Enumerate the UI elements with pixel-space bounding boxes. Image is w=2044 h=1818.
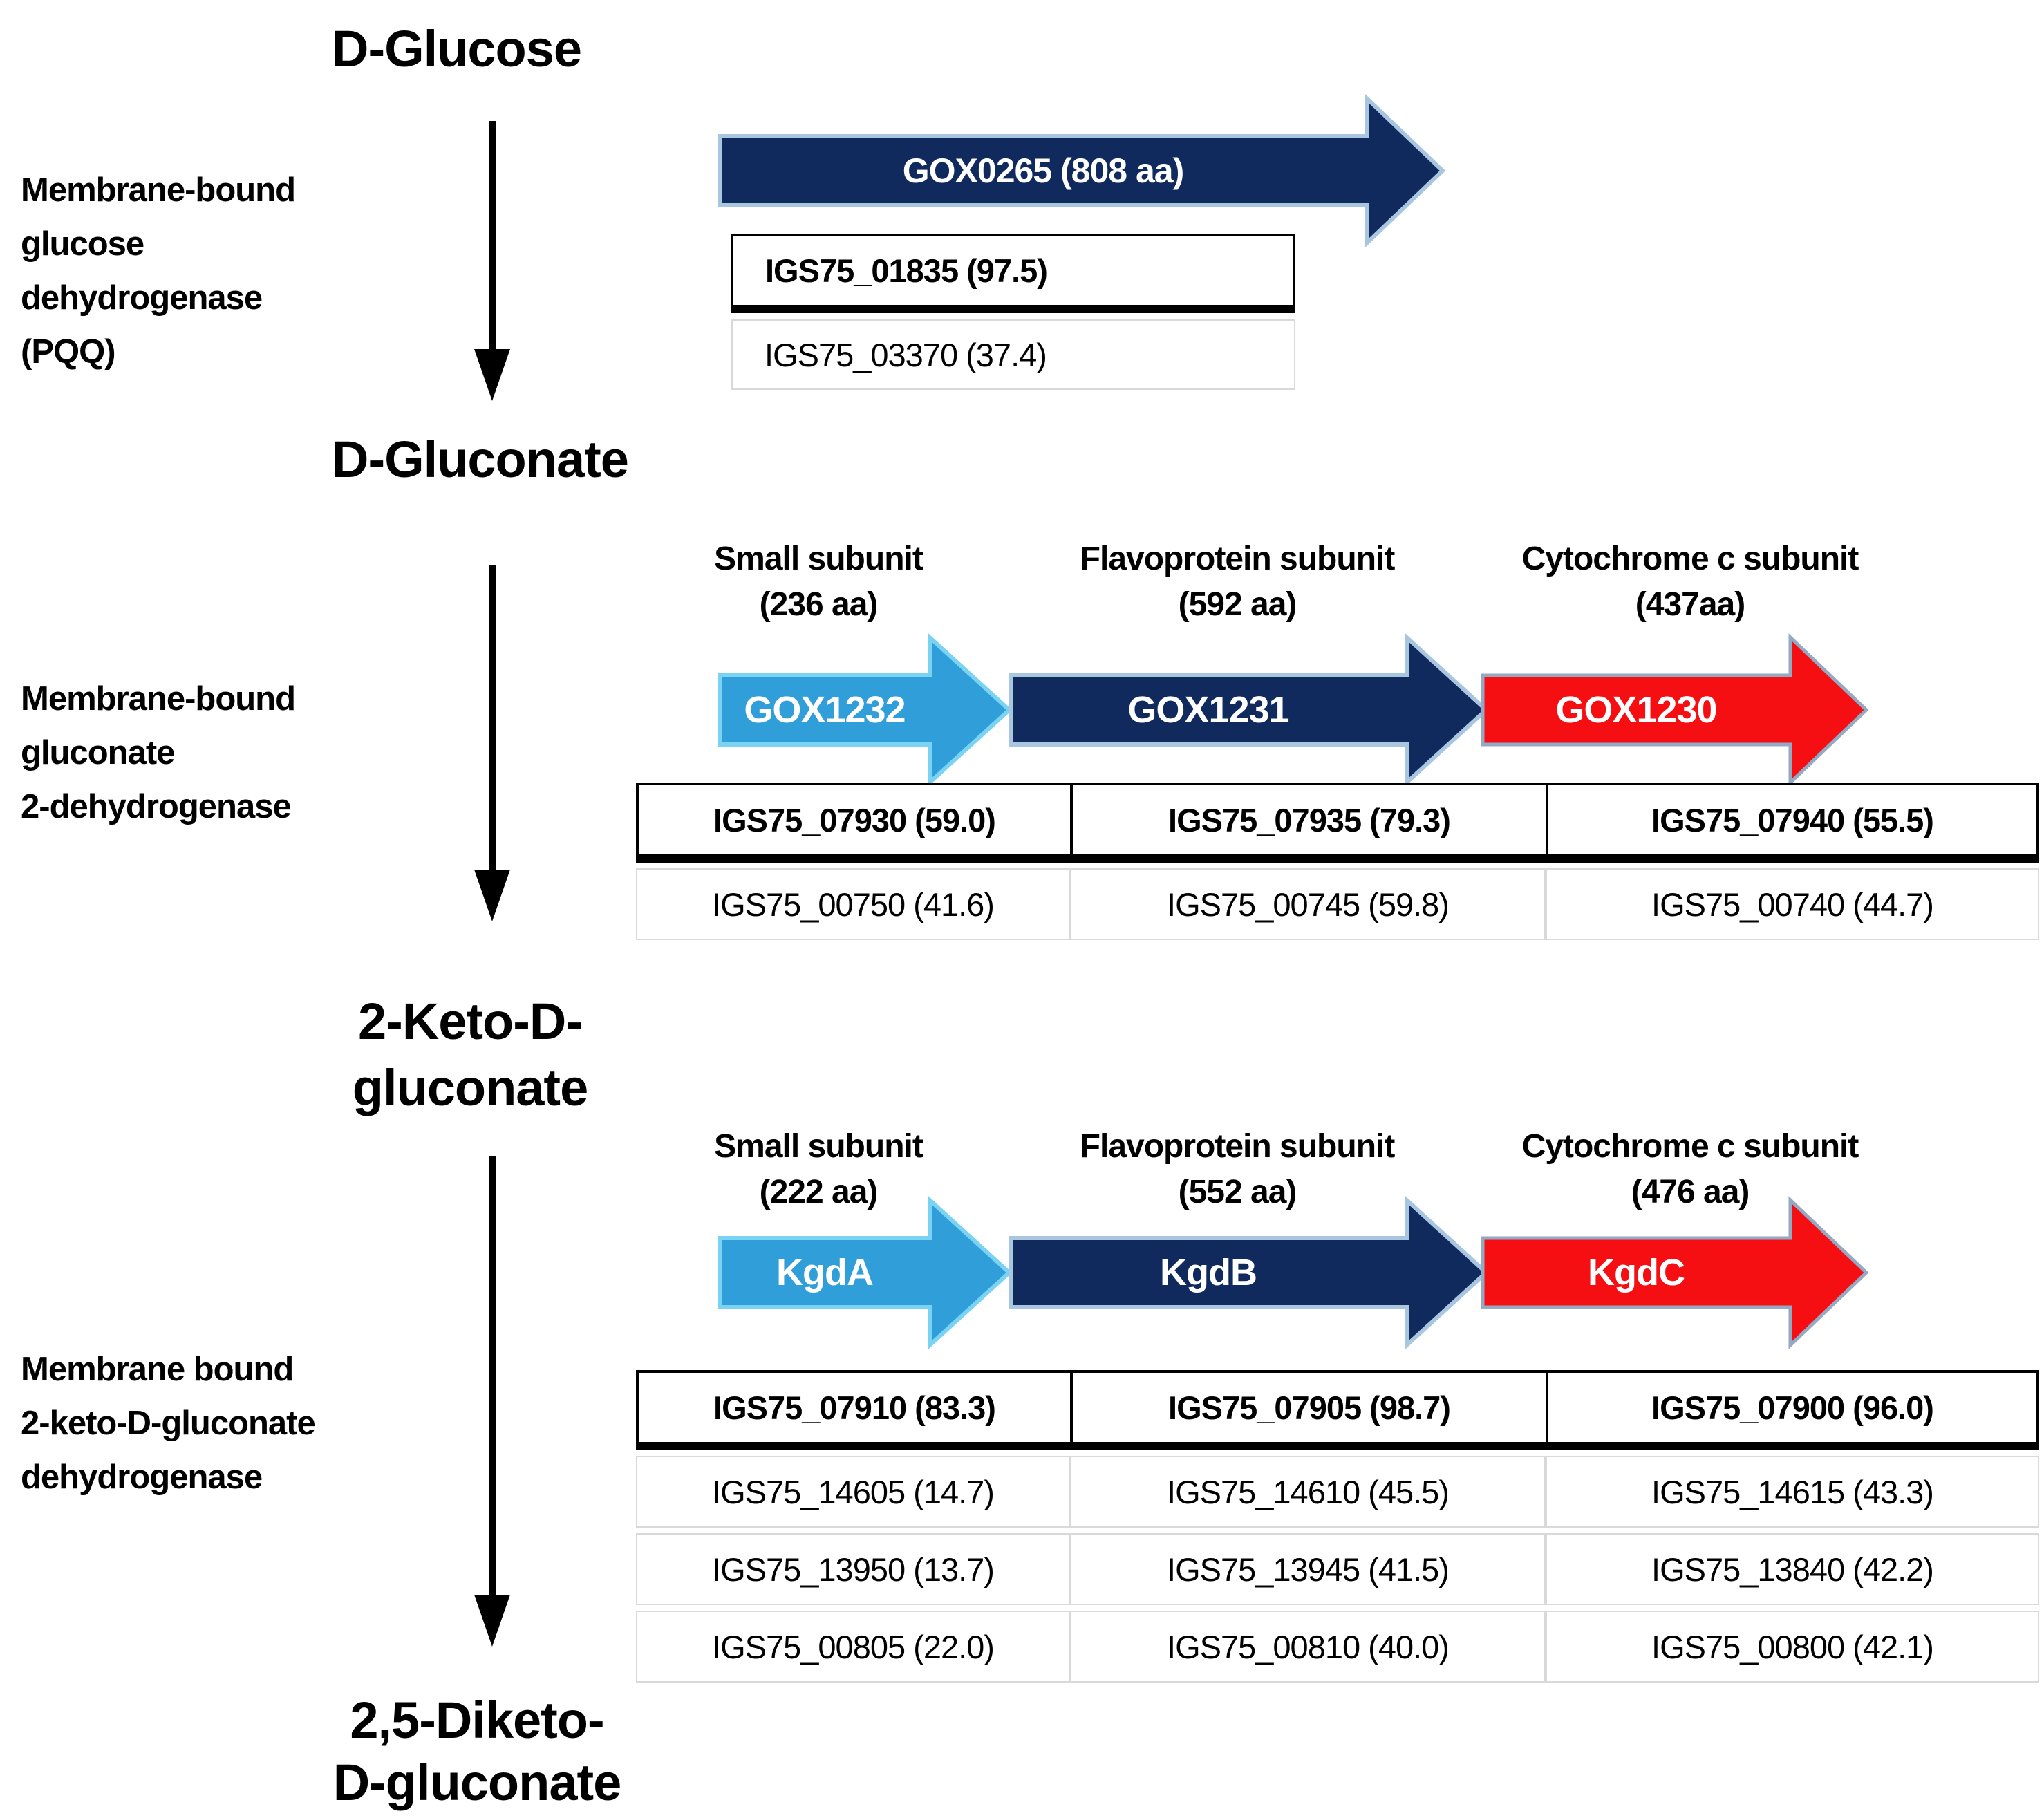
subunit-size: (592 aa) — [1178, 586, 1297, 623]
gene-arrow-shape — [1009, 632, 1490, 787]
table-cell: IGS75_13950 (13.7) — [636, 1533, 1070, 1605]
metabolite-line: 2-Keto-D- — [358, 993, 583, 1050]
gene-arrow-label: KgdC — [1588, 1252, 1685, 1293]
enzyme-label-gluconate-2-dehydrogenase: Membrane-bound gluconate 2-dehydrogenase — [21, 672, 296, 834]
enzyme-label-glucose-dehydrogenase: Membrane-bound glucose dehydrogenase (PQ… — [21, 163, 296, 379]
metabolite-d-glucose: D-Glucose — [332, 20, 582, 77]
enzyme-label-line: Membrane-bound — [21, 171, 296, 209]
table-row: IGS75_14605 (14.7) IGS75_14610 (45.5) IG… — [636, 1456, 2039, 1528]
table-header-cell: IGS75_07930 (59.0) — [636, 783, 1070, 863]
homolog-table-section3: IGS75_07910 (83.3) IGS75_07905 (98.7) IG… — [636, 1370, 2039, 1683]
gene-arrow-gox1231: GOX1231 — [1009, 632, 1490, 787]
enzyme-label-line: dehydrogenase — [21, 279, 263, 317]
gene-arrow-gox0265: GOX0265 (808 aa) — [718, 93, 1446, 249]
subunit-label-flavoprotein-2: Flavoprotein subunit (592 aa) — [1016, 536, 1459, 628]
gene-arrow-label: GOX1232 — [744, 689, 905, 731]
table-row: IGS75_13950 (13.7) IGS75_13945 (41.5) IG… — [636, 1533, 2039, 1605]
gene-arrow-kgdb: KgdB — [1009, 1195, 1490, 1350]
gene-arrow-gox1232: GOX1232 — [718, 632, 1013, 787]
metabolite-line: 2,5-Diketo- — [350, 1692, 604, 1749]
table-header-cell: IGS75_07940 (55.5) — [1546, 783, 2039, 863]
table-row: IGS75_00805 (22.0) IGS75_00810 (40.0) IG… — [636, 1611, 2039, 1683]
enzyme-label-line: glucose — [21, 225, 144, 263]
table-header-cell: IGS75_01835 (97.5) — [731, 234, 1295, 313]
arrow-head-icon — [474, 1595, 510, 1647]
table-cell: IGS75_13840 (42.2) — [1546, 1533, 2039, 1605]
down-arrow-3 — [474, 1156, 510, 1647]
subunit-name: Cytochrome c subunit — [1521, 1128, 1859, 1165]
table-cell: IGS75_14605 (14.7) — [636, 1456, 1070, 1528]
table-header-cell: IGS75_07935 (79.3) — [1070, 783, 1546, 863]
homolog-table-section2: IGS75_07930 (59.0) IGS75_07935 (79.3) IG… — [636, 783, 2039, 940]
subunit-name: Flavoprotein subunit — [1080, 1128, 1396, 1165]
enzyme-label-line: (PQQ) — [21, 333, 116, 371]
arrow-head-icon — [474, 870, 510, 921]
subunit-label-small-3: Small subunit (222 aa) — [597, 1124, 1040, 1215]
subunit-label-cytochrome-3: Cytochrome c subunit (476 aa) — [1469, 1124, 1911, 1215]
enzyme-label-line: dehydrogenase — [21, 1459, 263, 1496]
gene-arrow-shape — [1481, 1196, 1869, 1349]
subunit-name: Small subunit — [714, 1128, 923, 1165]
arrow-shaft — [489, 565, 496, 875]
metabolite-line: D-gluconate — [332, 1754, 622, 1811]
gene-arrow-shape — [718, 632, 1013, 787]
table-cell: IGS75_14615 (43.3) — [1546, 1456, 2039, 1528]
table-cell: IGS75_00740 (44.7) — [1546, 868, 2039, 940]
metabolite-d-gluconate: D-Gluconate — [332, 431, 629, 488]
subunit-label-flavoprotein-3: Flavoprotein subunit (552 aa) — [1016, 1124, 1459, 1215]
table-header-row: IGS75_07930 (59.0) IGS75_07935 (79.3) IG… — [636, 783, 2039, 863]
homolog-table-section1: IGS75_01835 (97.5) IGS75_03370 (37.4) — [731, 234, 1295, 390]
table-cell: IGS75_03370 (37.4) — [731, 319, 1295, 390]
metabolite-line: gluconate — [352, 1059, 588, 1116]
down-arrow-2 — [474, 565, 510, 921]
table-header-cell: IGS75_07900 (96.0) — [1546, 1370, 2039, 1450]
subunit-size: (552 aa) — [1178, 1174, 1297, 1210]
subunit-size: (236 aa) — [759, 586, 879, 623]
table-header-cell: IGS75_07910 (83.3) — [636, 1370, 1070, 1450]
subunit-name: Flavoprotein subunit — [1080, 541, 1396, 577]
gene-arrow-label: KgdA — [776, 1252, 873, 1293]
gene-arrow-shape — [718, 1195, 1013, 1350]
gene-arrow-kgda: KgdA — [718, 1195, 1013, 1350]
enzyme-label-2-keto-d-gluconate-dehydrogenase: Membrane bound 2-keto-D-gluconate dehydr… — [21, 1342, 316, 1504]
down-arrow-1 — [474, 121, 510, 401]
table-cell: IGS75_00750 (41.6) — [636, 868, 1070, 940]
gene-arrow-label: GOX1231 — [1127, 689, 1288, 731]
table-cell: IGS75_00805 (22.0) — [636, 1611, 1070, 1683]
enzyme-label-line: 2-keto-D-gluconate — [21, 1405, 316, 1442]
table-cell: IGS75_13945 (41.5) — [1070, 1533, 1546, 1605]
gene-arrow-label: GOX1230 — [1555, 689, 1716, 731]
gene-arrow-shape — [1009, 1195, 1490, 1350]
enzyme-label-line: 2-dehydrogenase — [21, 788, 292, 825]
subunit-size: (222 aa) — [759, 1174, 879, 1210]
table-header-row: IGS75_07910 (83.3) IGS75_07905 (98.7) IG… — [636, 1370, 2039, 1450]
gene-arrow-kgdc: KgdC — [1481, 1196, 1869, 1349]
gene-arrow-shape — [718, 93, 1446, 249]
metabolite-2-keto-d-gluconate: 2-Keto-D- gluconate — [283, 988, 657, 1121]
arrow-shaft — [489, 121, 496, 355]
subunit-size: (476 aa) — [1631, 1174, 1750, 1210]
table-row: IGS75_00750 (41.6) IGS75_00745 (59.8) IG… — [636, 868, 2039, 940]
gene-arrow-label: KgdB — [1160, 1252, 1257, 1293]
table-cell: IGS75_14610 (45.5) — [1070, 1456, 1546, 1528]
metabolite-25-diketo-d-gluconate: 2,5-Diketo- D-gluconate — [276, 1689, 677, 1814]
table-cell: IGS75_00800 (42.1) — [1546, 1611, 2039, 1683]
gene-arrow-gox1230: GOX1230 — [1481, 633, 1869, 787]
subunit-name: Cytochrome c subunit — [1521, 541, 1859, 577]
enzyme-label-line: Membrane bound — [21, 1351, 294, 1388]
gene-arrow-label: GOX0265 (808 aa) — [903, 151, 1184, 190]
table-cell: IGS75_00745 (59.8) — [1070, 868, 1546, 940]
table-header-cell: IGS75_07905 (98.7) — [1070, 1370, 1546, 1450]
subunit-label-small-2: Small subunit (236 aa) — [597, 536, 1040, 628]
gene-arrow-shape — [1481, 633, 1869, 787]
subunit-label-cytochrome-2: Cytochrome c subunit (437aa) — [1469, 536, 1911, 628]
table-cell: IGS75_00810 (40.0) — [1070, 1611, 1546, 1683]
subunit-name: Small subunit — [714, 541, 923, 577]
enzyme-label-line: gluconate — [21, 734, 175, 771]
subunit-size: (437aa) — [1635, 586, 1745, 623]
arrow-shaft — [489, 1156, 496, 1600]
arrow-head-icon — [474, 349, 510, 401]
enzyme-label-line: Membrane-bound — [21, 680, 296, 718]
